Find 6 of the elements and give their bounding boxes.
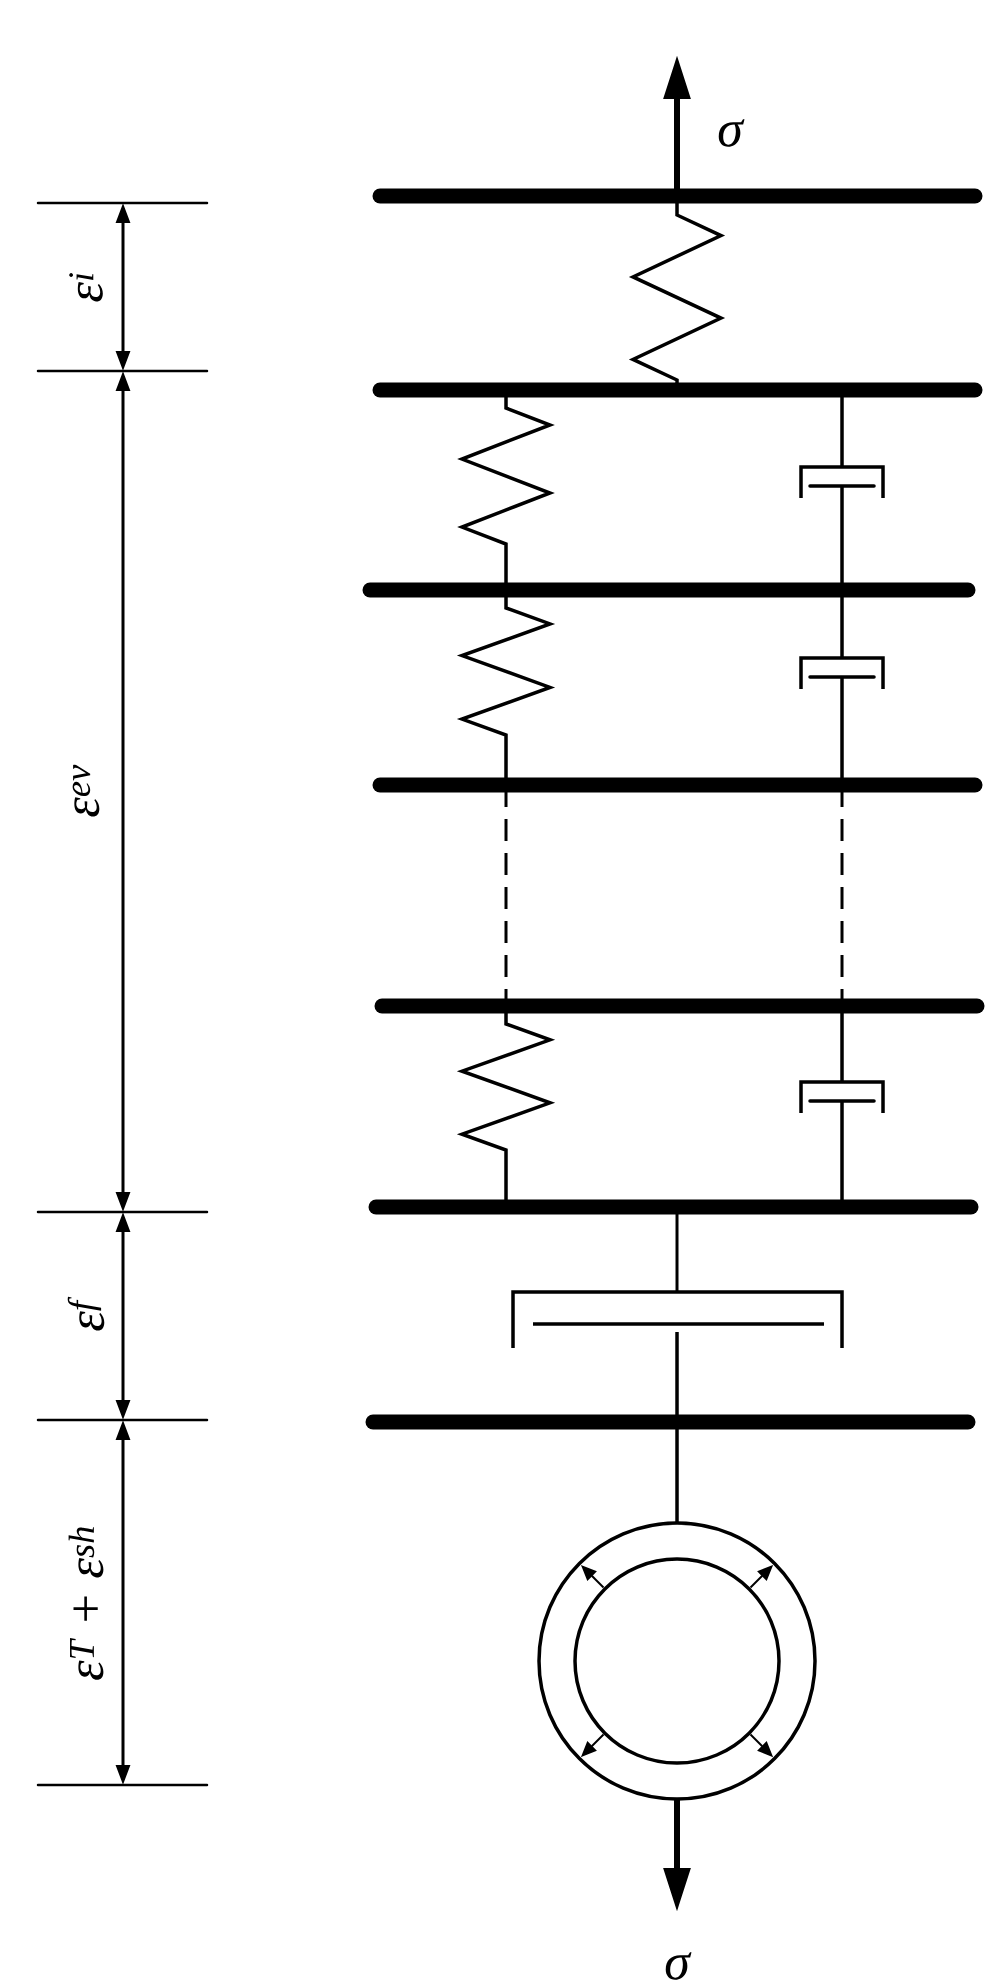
math-label: σ (718, 119, 745, 147)
math-label: ε$^{T}$ + ε$^{sh}$ (68, 1527, 104, 1680)
math-label: ε$^{i}$ (69, 273, 103, 302)
math-label: σ (665, 1952, 692, 1980)
math-label: ε$^{f}$ (67, 1296, 105, 1331)
math-label: ε$^{ev}$ (72, 764, 100, 817)
